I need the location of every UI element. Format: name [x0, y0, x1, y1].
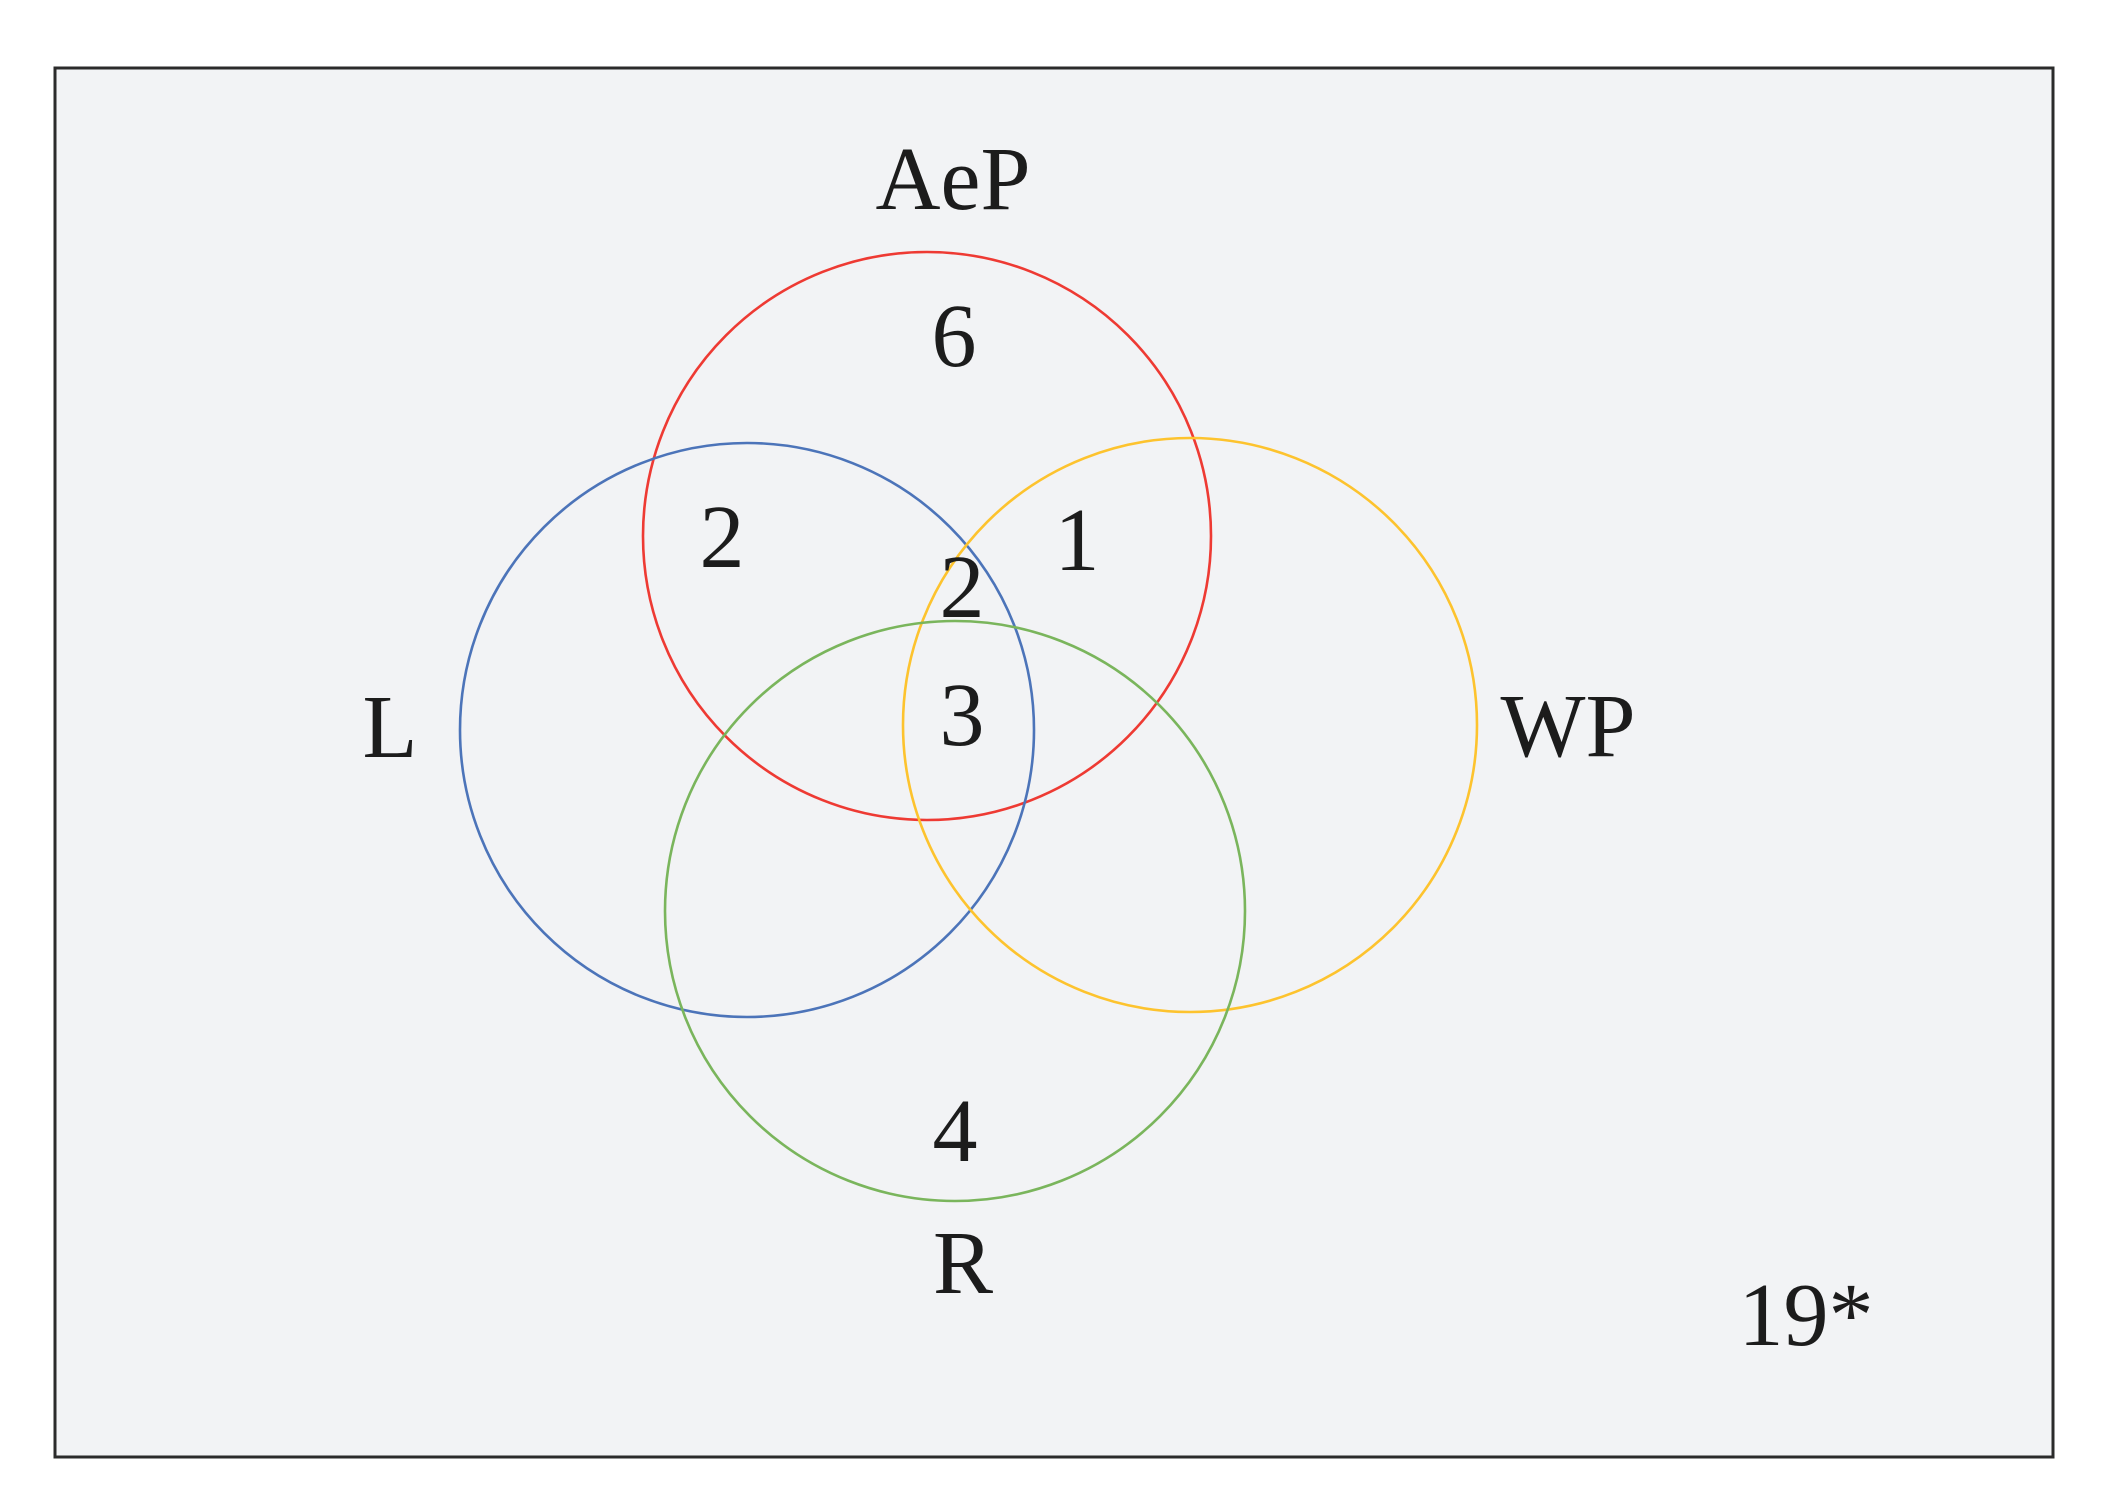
circle-wp [901, 436, 1479, 1014]
circle-r [663, 619, 1247, 1203]
circle-l [458, 441, 1036, 1019]
count-aep-wp: 1 [1055, 491, 1100, 590]
count-aep-l: 2 [700, 488, 745, 587]
set-label-aep: AeP [876, 130, 1031, 229]
count-outside: 19* [1739, 1266, 1874, 1365]
set-label-l: L [363, 678, 418, 777]
count-all-four: 3 [940, 666, 985, 765]
count-r-only: 4 [933, 1082, 978, 1181]
count-aep-l-wp: 2 [940, 538, 985, 637]
diagram-frame [53, 66, 2055, 1459]
set-label-r: R [933, 1214, 993, 1313]
count-aep-only: 6 [932, 287, 977, 386]
circle-aep [641, 250, 1213, 822]
set-label-wp: WP [1501, 677, 1636, 776]
